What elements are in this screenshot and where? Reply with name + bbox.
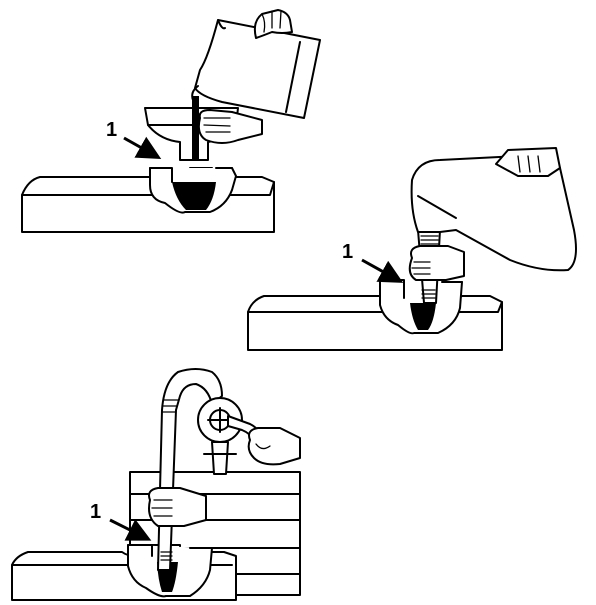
panel-pump-transfer: 1 (12, 369, 300, 600)
pump-stem (212, 442, 228, 474)
hand-on-crank (249, 428, 300, 464)
hand-on-hose (149, 488, 206, 526)
callout-arrow-1-top (124, 138, 156, 156)
hand-on-spout (410, 246, 464, 280)
callout-1-middle: 1 (342, 241, 353, 263)
callout-1-bottom: 1 (90, 501, 101, 523)
panel-funnel-fill: 1 (22, 10, 320, 232)
callout-arrow-1-middle (362, 260, 398, 280)
hand-on-funnel (199, 110, 262, 143)
reservoir-housing-2 (248, 290, 502, 350)
callout-1-top: 1 (106, 119, 117, 141)
panel-container-pour: 1 (248, 148, 576, 350)
